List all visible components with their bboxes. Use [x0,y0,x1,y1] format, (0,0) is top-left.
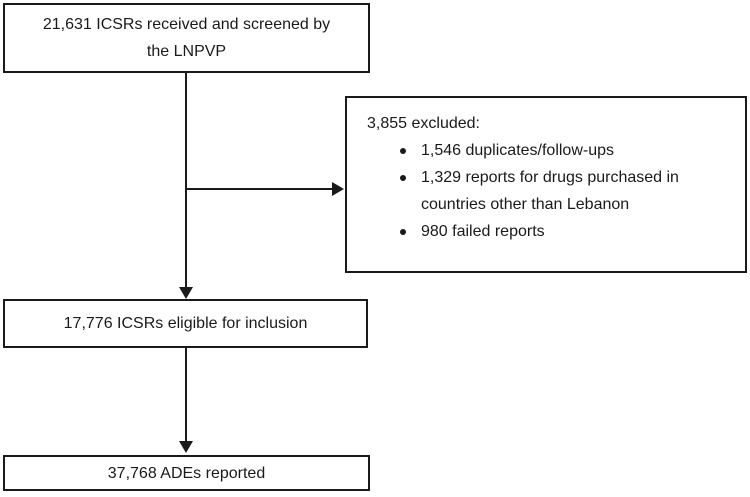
node-screened-label: 21,631 ICSRs received and screened by th… [42,16,331,60]
arrow-right-icon-screened-to-excluded [332,182,344,196]
arrow-down-icon-screened-to-eligible [179,287,193,299]
list-item: 1,329 reports for drugs purchased in cou… [367,164,735,218]
connector-eligible-to-ades-line [185,348,187,443]
excluded-reason-label: 980 failed reports [421,223,545,240]
node-eligible-icsrs: 17,776 ICSRs eligible for inclusion [3,299,368,348]
node-eligible-label: 17,776 ICSRs eligible for inclusion [63,315,308,332]
excluded-reason-label: 1,546 duplicates/follow-ups [421,142,615,159]
node-ades-label: 37,768 ADEs reported [107,464,266,482]
connector-screened-to-eligible-line [185,73,187,289]
bullet-icon [400,229,406,235]
node-screened-icsrs: 21,631 ICSRs received and screened by th… [3,3,370,73]
list-item: 1,546 duplicates/follow-ups [367,137,735,164]
list-item: 980 failed reports [367,218,735,245]
node-excluded: 3,855 excluded: 1,546 duplicates/follow-… [345,96,747,273]
arrow-down-icon-eligible-to-ades [179,441,193,453]
excluded-reason-list: 1,546 duplicates/follow-ups 1,329 report… [367,137,735,245]
bullet-icon [400,175,406,181]
excluded-reason-label: 1,329 reports for drugs purchased in cou… [421,169,679,213]
bullet-icon [400,148,406,154]
node-excluded-heading: 3,855 excluded: [367,115,480,132]
connector-screened-to-excluded-line [186,188,334,190]
node-ades-reported: 37,768 ADEs reported [3,455,370,491]
